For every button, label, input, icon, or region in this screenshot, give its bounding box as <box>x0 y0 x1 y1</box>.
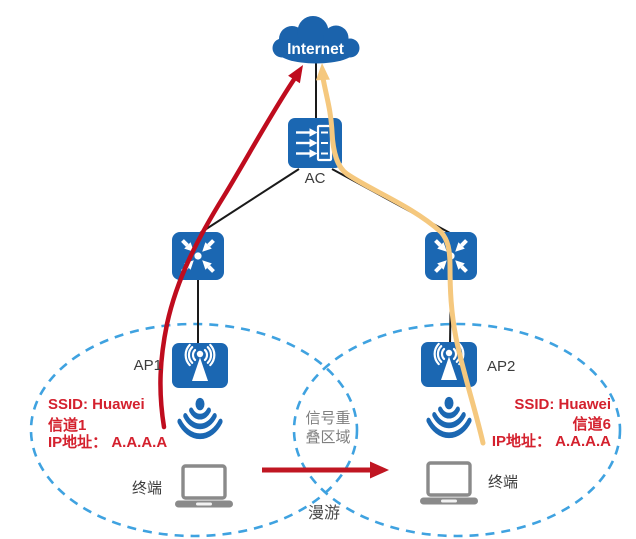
ap2-label: AP2 <box>487 358 515 375</box>
wifi-signal-icon-left <box>180 398 221 436</box>
coverage-ellipse-right <box>292 322 622 538</box>
ap1-label: AP1 <box>134 357 162 374</box>
red-arrowhead-icon <box>288 65 303 84</box>
wifi-signal-icon-right <box>429 397 470 435</box>
ap2-info-block: SSID: Huawei 信道6 IP地址： A.A.A.A <box>492 396 611 450</box>
internet-cloud-icon: Internet <box>272 16 360 64</box>
ap2-ip: IP地址： A.A.A.A <box>492 432 611 450</box>
link-ac-switch-left <box>199 168 300 234</box>
ap2-ssid: SSID: Huawei <box>514 396 611 413</box>
wired-links <box>197 58 452 345</box>
terminal-right-label: 终端 <box>488 474 518 491</box>
overlap-label-line1: 信号重 <box>305 410 350 427</box>
ac-label: AC <box>305 170 326 187</box>
ap1-channel: 信道1 <box>48 416 86 434</box>
roaming-arrow <box>262 461 389 479</box>
internet-label: Internet <box>287 41 344 58</box>
ap1-info-block: SSID: Huawei 信道1 IP地址： A.A.A.A <box>48 396 167 451</box>
ap2-channel: 信道6 <box>573 415 611 433</box>
laptop-icon-left <box>173 464 235 508</box>
yellow-arrowhead-icon <box>315 63 330 81</box>
ap1-icon <box>172 343 228 388</box>
coverage-ellipse-left <box>29 322 359 538</box>
roaming-arrowhead-icon <box>370 461 389 479</box>
terminal-left-label: 终端 <box>132 480 162 497</box>
laptop-icon-right <box>418 461 480 505</box>
roaming-label: 漫游 <box>308 504 340 522</box>
red-traffic-path <box>158 65 303 430</box>
ap1-ip: IP地址： A.A.A.A <box>48 433 167 451</box>
overlap-label-line2: 叠区域 <box>305 429 350 446</box>
overlap-area-label: 信号重 叠区域 <box>305 410 350 446</box>
yellow-traffic-path <box>315 63 486 446</box>
ap1-ssid: SSID: Huawei <box>48 396 145 413</box>
